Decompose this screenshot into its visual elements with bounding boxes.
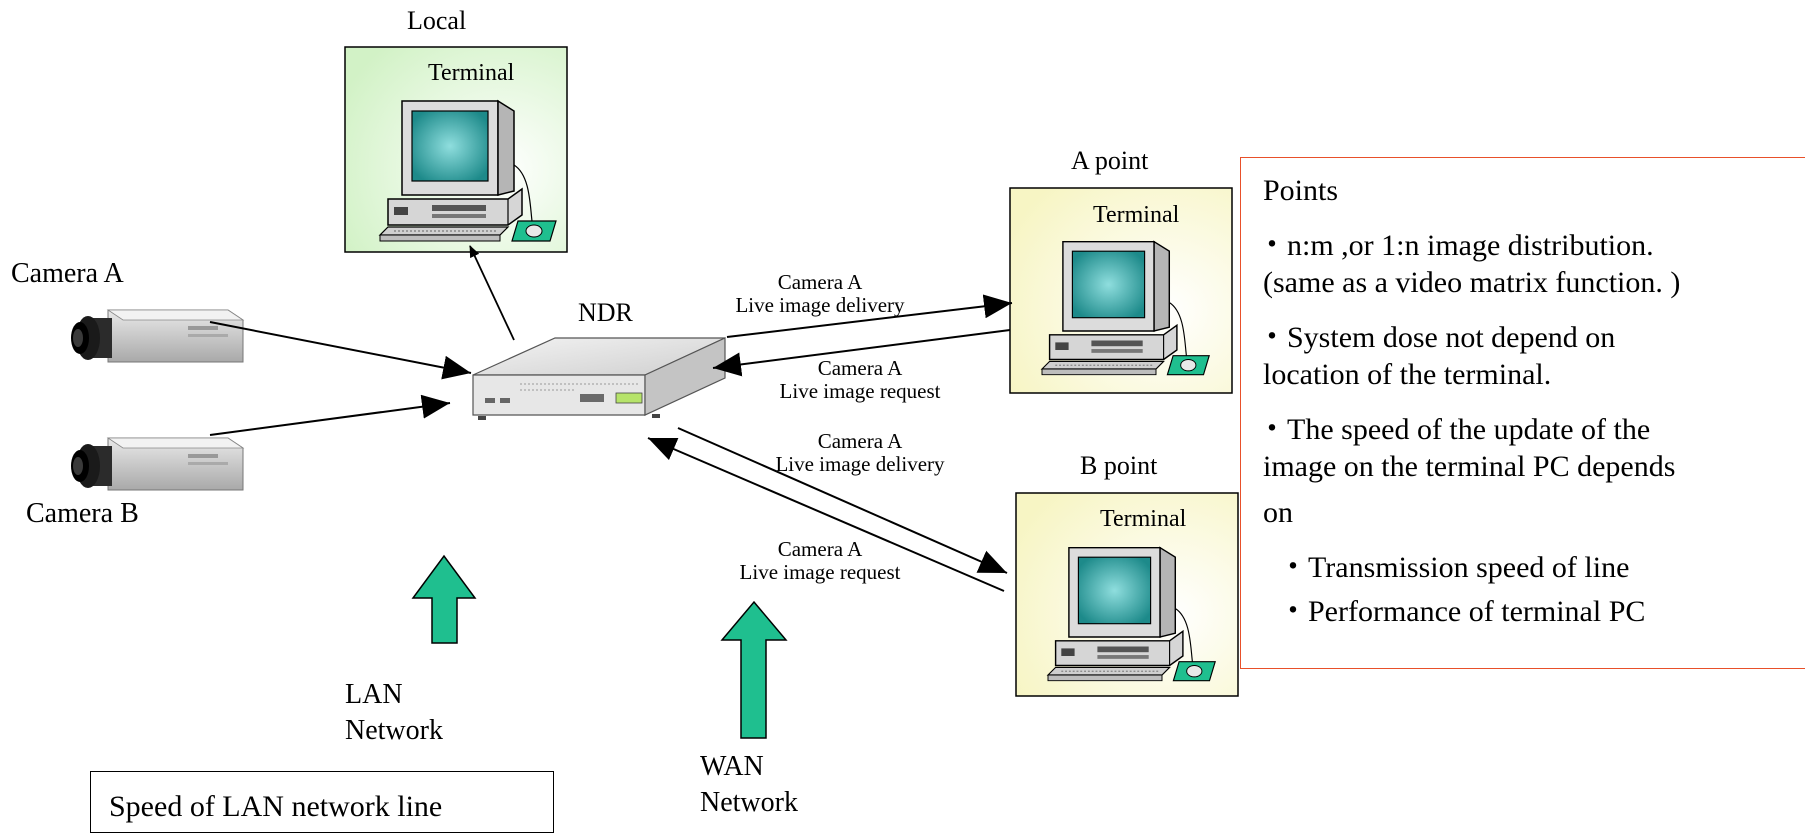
points-line-8: ・Transmission speed of line [1263,551,1630,584]
points-line-4: location of the terminal. [1263,358,1552,391]
ndr-to-b-point-delivery-arrow [677,427,1008,574]
a-point-to-ndr-request-arrow [712,329,1011,377]
a-delivery-line2: Live image delivery [735,293,905,317]
lan-line1: LAN [345,679,403,710]
b-delivery-line2: Live image delivery [775,452,945,476]
points-line-1: ・n:m ,or 1:n image distribution. [1257,229,1654,262]
ndr-label: NDR [578,298,633,327]
a-point-label: A point [1071,146,1149,175]
b-request-line2: Live image request [739,560,901,584]
camera-b-to-ndr-arrow [209,394,451,436]
lan-line2: Network [345,715,443,746]
wan-network-label: WAN Network [700,749,798,821]
b-delivery-line1: Camera A [817,429,903,453]
camera-a-to-ndr-arrow [209,321,472,380]
local-label: Local [407,6,467,35]
camera-a-icon [70,309,244,363]
a-request-line1: Camera A [817,356,903,380]
a-request-line2: Live image request [779,379,941,403]
b-point-terminal-label: Terminal [1100,506,1187,532]
b-delivery-label: Camera A Live image delivery [760,430,960,476]
local-terminal-label: Terminal [428,60,515,86]
ndr-device-icon [472,337,726,420]
points-line-3: ・System dose not depend on [1257,321,1616,354]
lan-network-label: LAN Network [345,677,443,749]
lan-speed-box: Speed of LAN network line [90,771,554,833]
points-line-7: on [1263,496,1293,529]
a-request-label: Camera A Live image request [760,357,960,403]
a-delivery-label: Camera A Live image delivery [720,271,920,317]
camera-a-label: Camera A [11,258,124,289]
points-line-6: image on the terminal PC depends [1263,450,1676,483]
points-line-5: ・The speed of the update of the [1257,413,1651,446]
ndr-to-local-arrow [469,245,515,341]
points-title: Points [1263,174,1339,207]
lan-network-arrow [411,554,477,644]
points-line-2: (same as a video matrix function. ) [1263,266,1681,299]
camera-b-label: Camera B [26,498,139,529]
b-point-label: B point [1080,451,1158,480]
lan-speed-label: Speed of LAN network line [109,790,443,823]
points-line-9: ・Performance of terminal PC [1263,595,1646,628]
camera-b-icon [70,437,244,491]
wan-line1: WAN [700,751,764,782]
points-panel: Points ・n:m ,or 1:n image distribution. … [1240,157,1805,669]
a-point-terminal-label: Terminal [1093,202,1180,228]
a-delivery-line1: Camera A [777,270,863,294]
ndr-to-a-point-delivery-arrow [726,294,1013,338]
b-request-label: Camera A Live image request [720,538,920,584]
b-point-to-ndr-request-arrow [647,437,1005,592]
wan-line2: Network [700,787,798,818]
wan-network-arrow [720,600,788,739]
b-request-line1: Camera A [777,537,863,561]
